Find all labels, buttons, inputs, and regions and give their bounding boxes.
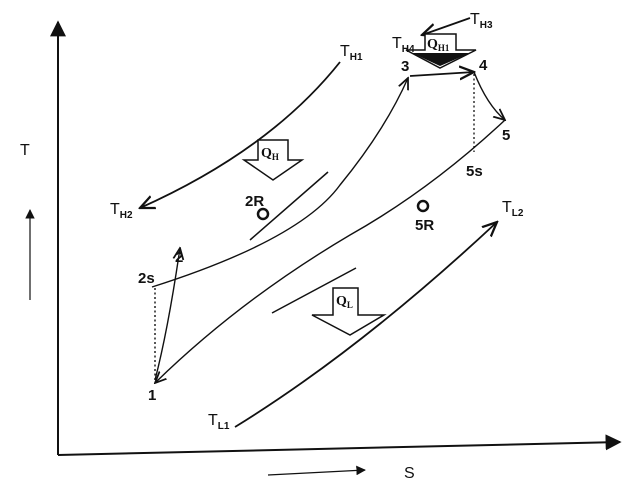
th4-label: TH4 [392, 35, 415, 55]
x-direction-arrow [267, 465, 366, 476]
tl1-label: TL1 [208, 412, 230, 432]
line-4-to-5-expansion [473, 71, 505, 120]
th2-label: TH2 [110, 201, 133, 221]
regenerator-line-cold [271, 267, 357, 314]
stream-th3-to-th4 [422, 17, 471, 35]
state-5R-label: 5R [415, 217, 434, 234]
qh1-label: QH1 [427, 37, 450, 53]
state-5-label: 5 [502, 127, 510, 144]
line-5-to-1-cooling [155, 119, 506, 383]
state-5R-marker [416, 199, 430, 213]
qh-block-arrow [241, 139, 305, 181]
qh1-block-arrow [405, 33, 477, 69]
state-2s-label: 2s [138, 270, 155, 287]
th3-label: TH3 [470, 11, 493, 31]
state-1-label: 1 [148, 387, 156, 404]
ql-block-arrow [311, 287, 387, 336]
ql-label: QL [336, 294, 353, 310]
qh-label: QH [261, 146, 279, 162]
x-axis [57, 434, 622, 456]
y-axis-label: T [20, 142, 30, 159]
th1-label: TH1 [340, 43, 363, 63]
x-axis-label: S [404, 465, 415, 482]
state-3-label: 3 [401, 58, 409, 75]
tl2-label: TL2 [502, 199, 524, 219]
state-5s-label: 5s [466, 163, 483, 180]
line-1-to-2-compression [154, 248, 180, 381]
line-2-to-3-heating [151, 78, 408, 288]
state-2R-label: 2R [245, 193, 264, 210]
qh1-arrow-shade [412, 53, 470, 66]
stream-th1-to-th2 [140, 61, 341, 208]
line-3-to-4-heating [409, 72, 474, 76]
state-2R-marker [256, 207, 270, 221]
regenerator-line-hot [249, 171, 329, 241]
state-4-label: 4 [479, 57, 488, 74]
state-2-label: 2 [175, 249, 183, 266]
stream-tl1-to-tl2 [234, 222, 497, 428]
